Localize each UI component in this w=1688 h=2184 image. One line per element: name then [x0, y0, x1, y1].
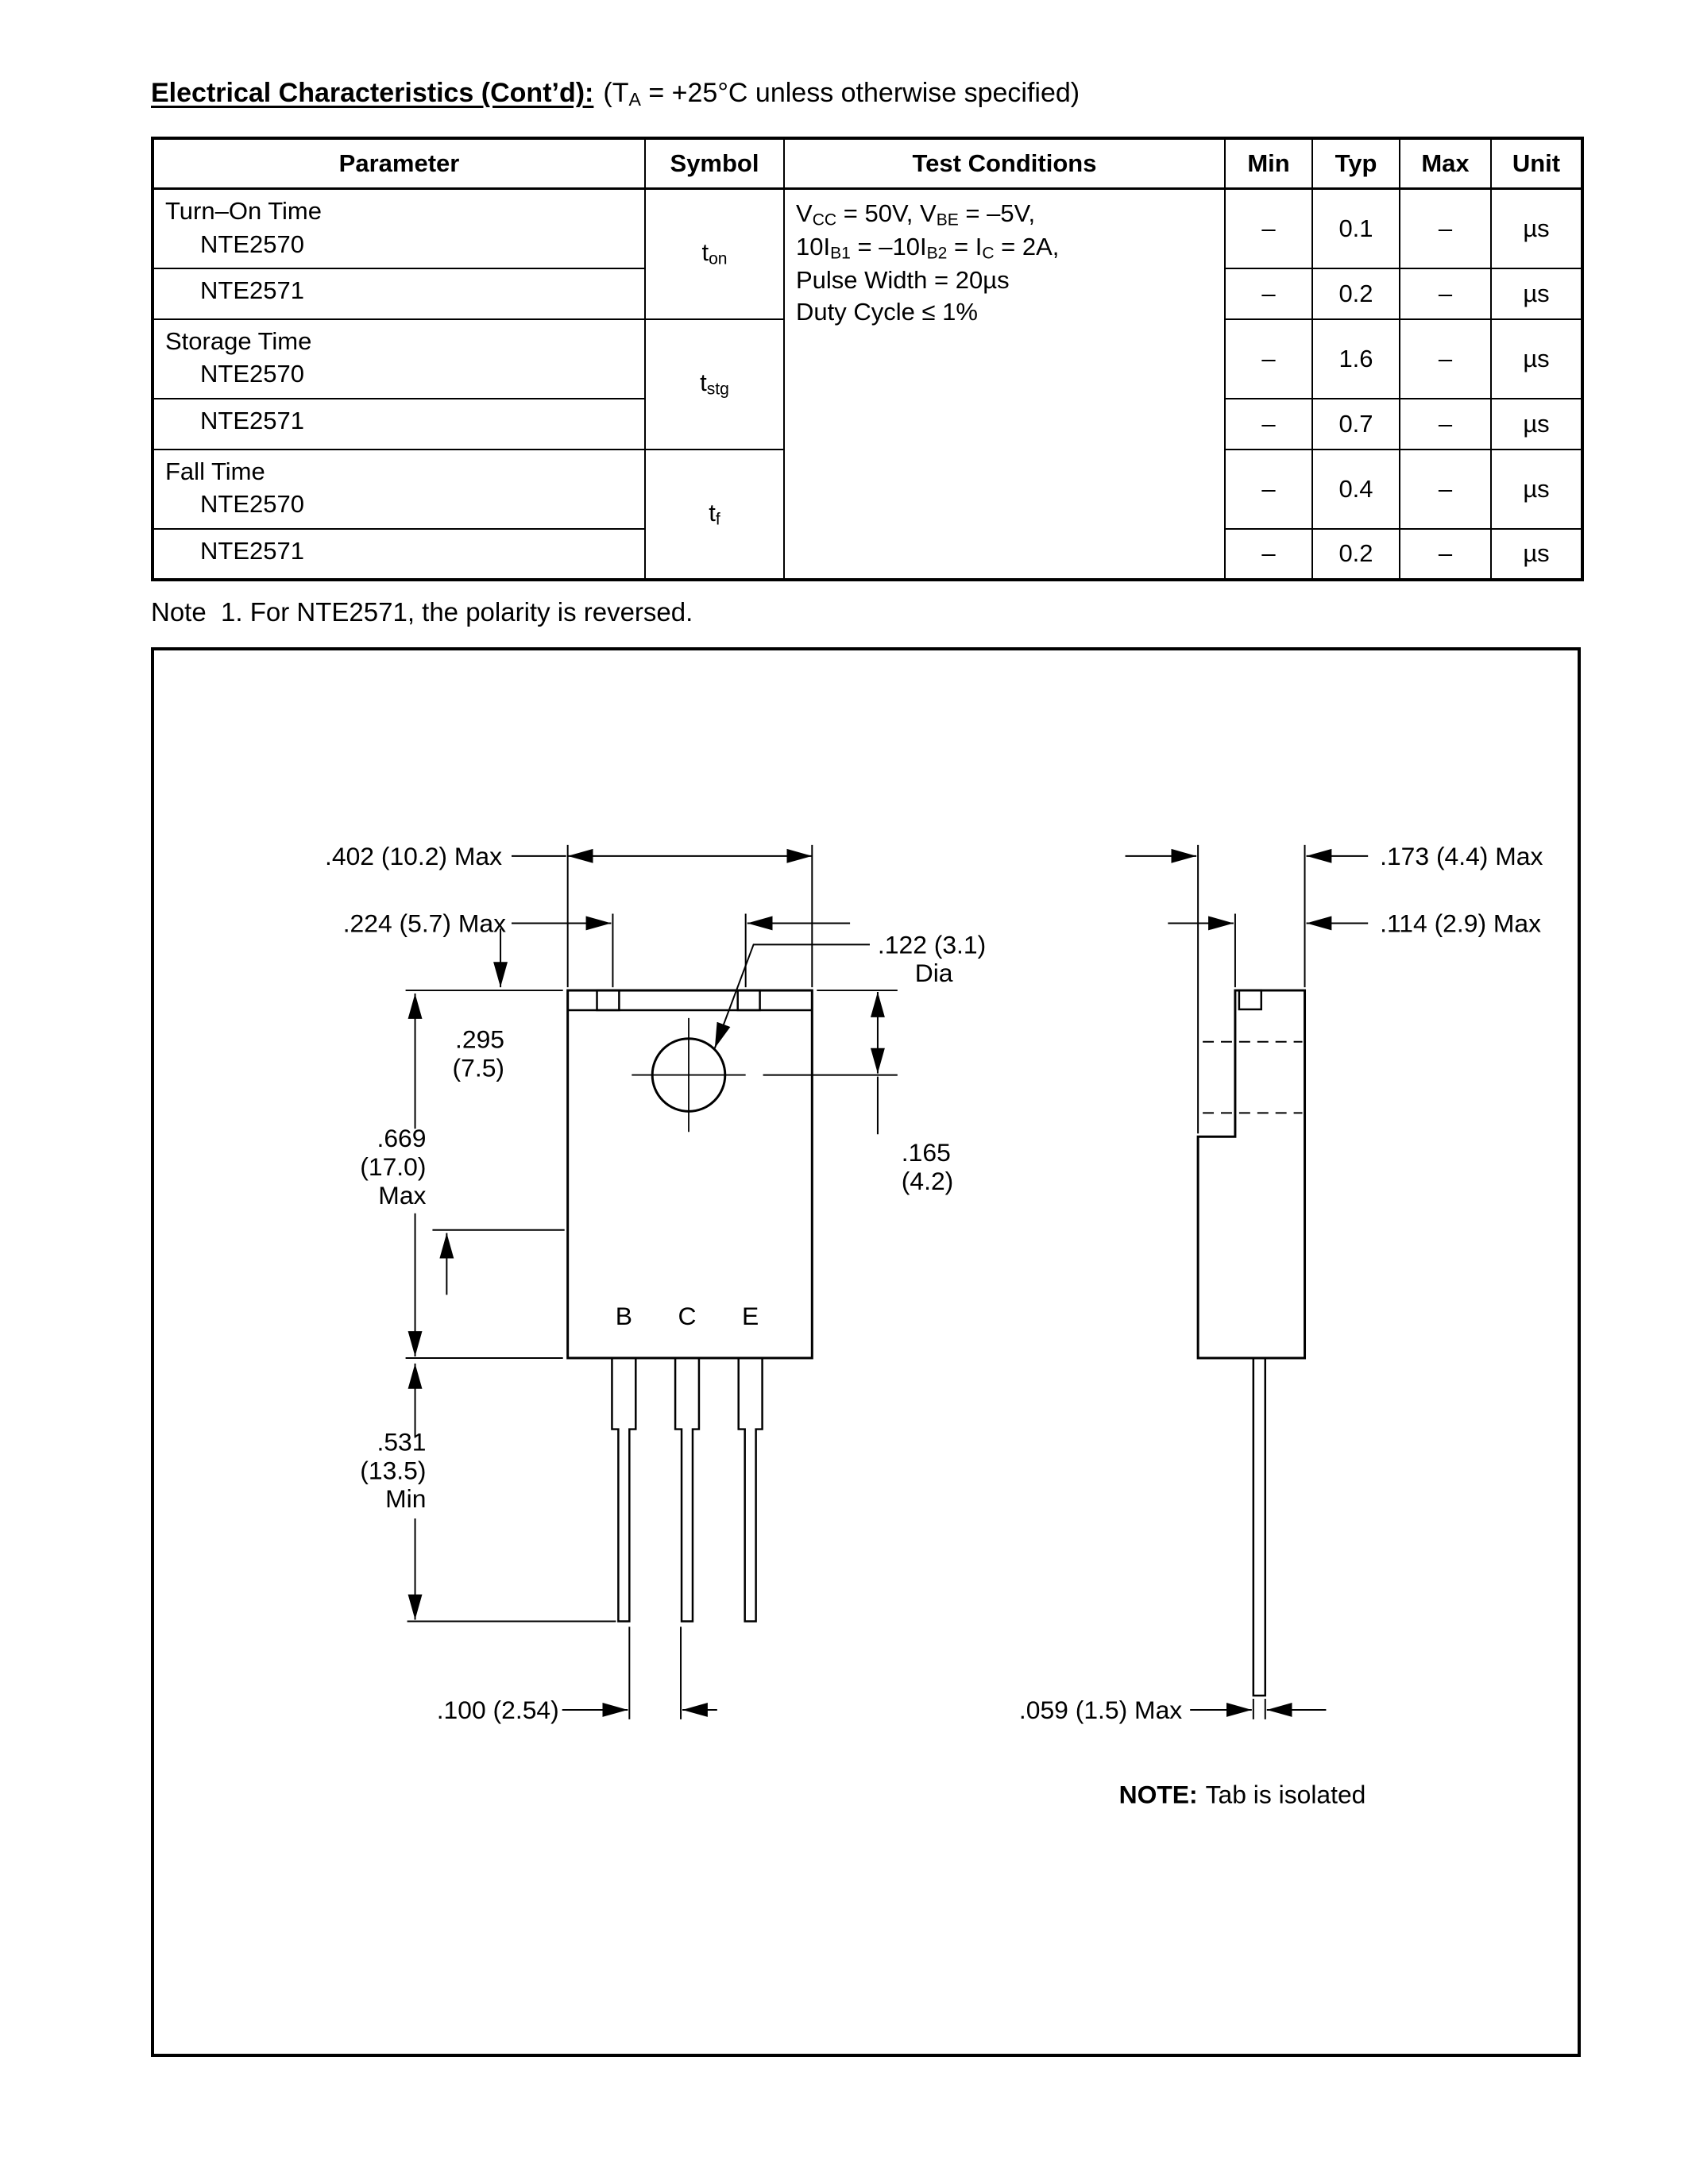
parameter-part-number: NTE2570: [200, 360, 304, 388]
dim-lead-length-label-3: Min: [385, 1484, 426, 1513]
symbol-cell: ton: [644, 187, 785, 320]
col-header-test-conditions: Test Conditions: [783, 137, 1226, 190]
col-header-min: Min: [1224, 137, 1313, 190]
max-value: –: [1399, 267, 1492, 320]
max-value: –: [1399, 527, 1492, 581]
lead-side: [1252, 1357, 1266, 1697]
symbol-cell: tf: [644, 448, 785, 581]
lead-emitter: [737, 1357, 763, 1623]
dim-lead-length-label: .531: [377, 1427, 426, 1456]
parameter-group-label: Fall Time: [165, 457, 265, 485]
min-value: –: [1224, 397, 1313, 450]
title-heading: Electrical Characteristics (Cont’d):: [151, 78, 594, 108]
unit-value: µs: [1490, 448, 1583, 530]
symbol-cell: tstg: [644, 318, 785, 450]
dim-hole-offset-label: .295: [455, 1025, 504, 1054]
mounting-notch-left: [596, 989, 620, 1012]
unit-value: µs: [1490, 267, 1583, 320]
package-drawing: .402 (10.2) Max .224 (5.7) Max .122 (3.1…: [325, 842, 1543, 1809]
parameter-group-label: Storage Time: [165, 326, 312, 355]
col-header-unit: Unit: [1490, 137, 1583, 190]
col-header-max: Max: [1399, 137, 1492, 190]
dim-depth-label: .173 (4.4) Max: [1380, 842, 1543, 870]
table-row: NTE2571 – 0.7 – µs: [152, 397, 1583, 450]
side-view: [1196, 989, 1307, 1697]
dim-hole-offset-label-2: (7.5): [453, 1054, 504, 1082]
pin-label-e: E: [742, 1302, 759, 1330]
test-conditions-line: VCC = 50V, VBE = –5V,: [796, 199, 1036, 230]
package-body-front: [566, 989, 813, 1360]
dim-tab-thickness-label: .114 (2.9) Max: [1380, 909, 1541, 937]
col-header-parameter: Parameter: [152, 137, 646, 190]
dim-body-height-label-2: (17.0): [360, 1152, 426, 1181]
typ-value: 0.7: [1311, 397, 1400, 450]
typ-value: 0.1: [1311, 187, 1400, 269]
unit-value: µs: [1490, 187, 1583, 269]
front-view: [566, 989, 813, 1623]
dim-width-label: .402 (10.2) Max: [325, 842, 502, 870]
parameter-part-number: NTE2570: [200, 490, 304, 519]
side-notch: [1238, 989, 1263, 1011]
table-row: NTE2571 – 0.2 – µs: [152, 527, 1583, 581]
mounting-notch-right: [736, 989, 761, 1012]
parameter-group-label: Turn–On Time: [165, 197, 322, 225]
min-value: –: [1224, 267, 1313, 320]
col-header-typ: Typ: [1311, 137, 1400, 190]
pin-label-b: B: [616, 1302, 632, 1330]
parameter-part-number: NTE2571: [200, 536, 304, 565]
unit-value: µs: [1490, 527, 1583, 581]
typ-value: 0.2: [1311, 267, 1400, 320]
isolation-note: NOTE: Tab is isolated: [1119, 1780, 1366, 1808]
parameter-part-number: NTE2571: [200, 276, 304, 304]
test-conditions-line: Pulse Width = 20µs: [796, 266, 1010, 295]
parameter-part-number: NTE2571: [200, 406, 304, 434]
table-row: Fall Time NTE2570 tf – 0.4 – µs: [152, 448, 1583, 581]
package-drawing-box: .402 (10.2) Max .224 (5.7) Max .122 (3.1…: [151, 647, 1581, 2057]
min-value: –: [1224, 527, 1313, 581]
electrical-characteristics-table: Parameter Symbol Test Conditions Min Typ…: [151, 137, 1584, 581]
pin-label-c: C: [678, 1302, 697, 1330]
parameter-part-number: NTE2570: [200, 230, 304, 258]
table-row: Turn–On Time NTE2570 ton VCC = 50V, VBE …: [152, 187, 1583, 581]
page-title: Electrical Characteristics (Cont’d): (TA …: [151, 78, 1080, 110]
isolation-note-bold: NOTE:: [1119, 1780, 1198, 1808]
test-conditions-cell: VCC = 50V, VBE = –5V, 10IB1 = –10IB2 = I…: [783, 187, 1226, 581]
note-text: Note 1. For NTE2571, the polarity is rev…: [151, 597, 693, 627]
dim-hole-center-label: .165: [902, 1138, 951, 1167]
max-value: –: [1399, 318, 1492, 399]
min-value: –: [1224, 187, 1313, 269]
typ-value: 0.4: [1311, 448, 1400, 530]
table-row: NTE2571 – 0.2 – µs: [152, 267, 1583, 320]
max-value: –: [1399, 187, 1492, 269]
dimension-lines: [405, 844, 1369, 1719]
table-header-row: Parameter Symbol Test Conditions Min Typ…: [152, 137, 1583, 190]
title-conditions: (TA = +25°C unless otherwise specified): [603, 78, 1080, 110]
dim-hole-dia-label: .122 (3.1): [878, 930, 986, 959]
min-value: –: [1224, 318, 1313, 399]
dim-hole-center-label-2: (4.2): [902, 1167, 953, 1195]
min-value: –: [1224, 448, 1313, 530]
table-row: Storage Time NTE2570 tstg – 1.6 – µs: [152, 318, 1583, 450]
dim-mount-width-label: .224 (5.7) Max: [343, 909, 506, 937]
col-header-symbol: Symbol: [644, 137, 785, 190]
typ-value: 0.2: [1311, 527, 1400, 581]
dim-lead-thickness-label: .059 (1.5) Max: [1019, 1696, 1182, 1724]
dim-hole-dia-label-2: Dia: [915, 959, 953, 987]
test-conditions-line: Duty Cycle ≤ 1%: [796, 298, 978, 326]
unit-value: µs: [1490, 318, 1583, 399]
dim-lead-pitch-label: .100 (2.54): [437, 1696, 559, 1724]
max-value: –: [1399, 397, 1492, 450]
typ-value: 1.6: [1311, 318, 1400, 399]
package-body-side: [1196, 989, 1307, 1360]
max-value: –: [1399, 448, 1492, 530]
unit-value: µs: [1490, 397, 1583, 450]
test-conditions-line: 10IB1 = –10IB2 = IC = 2A,: [796, 233, 1060, 263]
isolation-note-text: Tab is isolated: [1206, 1780, 1366, 1808]
dim-lead-length-label-2: (13.5): [360, 1456, 426, 1484]
lead-collector: [674, 1357, 701, 1623]
dimension-labels: .402 (10.2) Max .224 (5.7) Max .122 (3.1…: [325, 842, 1543, 1809]
lead-base: [611, 1357, 637, 1623]
dim-body-height-label: .669: [377, 1124, 426, 1152]
dim-body-height-label-3: Max: [378, 1181, 426, 1210]
